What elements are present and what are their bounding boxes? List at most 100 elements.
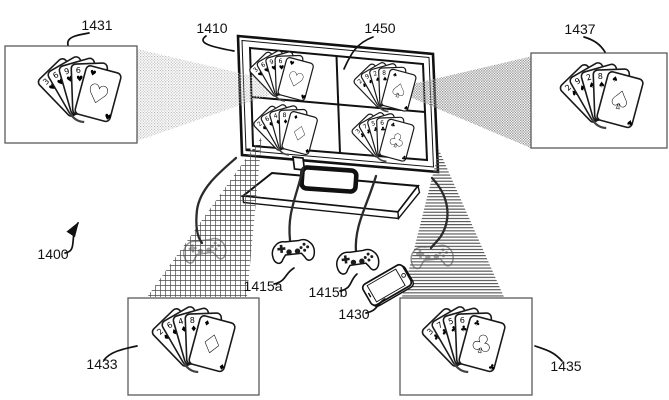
card-glyph: ♦ <box>261 124 270 133</box>
card-fan-quadrant-2: 2♠9♠2♠8♠♠♠♠ <box>353 62 417 113</box>
leader-1415a <box>273 267 295 285</box>
label-1435: 1435 <box>550 358 581 374</box>
tv-indicator-light <box>246 148 251 152</box>
card-glyph: 6 <box>460 316 465 325</box>
projection-beam-bottom-left <box>147 136 262 297</box>
card-glyph: 3 <box>425 327 435 337</box>
card-glyph: ♦ <box>283 119 289 126</box>
front-card-ace: ♥ ♥ ♥ <box>69 65 122 124</box>
stand-mount-bracket <box>299 165 359 194</box>
card-fan-box-1431: 3♥6♥9♥6♥♥♥♥ <box>37 56 122 124</box>
card-fan-quadrant-1: 3♥6♥9♥6♥♥♥♥ <box>249 50 314 102</box>
card-glyph: ♦ <box>303 148 310 156</box>
card-stack-shadow <box>375 154 387 163</box>
controller-1415b <box>334 247 381 276</box>
card-glyph: 2 <box>563 83 573 93</box>
cable-right <box>429 176 449 250</box>
front-card-ace: ♣♣♣ <box>453 315 506 374</box>
card-glyph: ♣ <box>390 122 396 129</box>
card-glyph: 3 <box>41 77 51 87</box>
leader-1415b <box>339 273 358 292</box>
card-glyph: ♦ <box>275 118 282 126</box>
card-glyph: ♣ <box>431 331 442 342</box>
card-glyph: ♠ <box>392 71 399 79</box>
card-glyph: ♥ <box>288 60 295 68</box>
label-1400: 1400 <box>37 246 68 262</box>
label-1437: 1437 <box>564 21 595 37</box>
front-card-ace: ♦♦♦ <box>277 111 318 156</box>
card-glyph: ♦ <box>217 362 226 373</box>
card-glyph: 6 <box>165 320 174 330</box>
label-1415b: 1415b <box>309 284 348 300</box>
card-fan-box-1437: 2♠9♠2♠8♠♠♠♠ <box>559 62 644 130</box>
label-1415a: 1415a <box>244 278 283 294</box>
card-glyph: ♠ <box>402 104 409 112</box>
cable-controller-a <box>288 166 305 242</box>
card-glyph: ♥ <box>257 70 266 79</box>
card-glyph: 7 <box>362 123 369 131</box>
card-glyph: ♣ <box>460 324 467 333</box>
card-glyph: 2 <box>155 327 165 337</box>
leader-1437 <box>583 36 606 53</box>
controller-cables <box>195 156 449 254</box>
leader-arrow-1400 <box>64 221 79 254</box>
front-card-ace: ♠♠♠ <box>591 71 644 130</box>
playing-card <box>381 68 417 112</box>
front-card-ace: ♠♠♠ <box>377 68 417 113</box>
card-glyph: ♦ <box>179 324 188 335</box>
card-glyph: ♠ <box>569 87 580 98</box>
card-glyph: ♠ <box>388 79 409 103</box>
card-glyph: ♣ <box>372 126 379 134</box>
card-glyph: ♠ <box>578 82 589 93</box>
card-glyph: ♥ <box>279 65 285 72</box>
card-glyph: 5 <box>447 316 454 326</box>
card-stack-shadow <box>183 362 199 374</box>
playing-card <box>277 57 314 102</box>
card-glyph: ♣ <box>365 128 373 137</box>
card-glyph: 2 <box>356 78 364 86</box>
card-glyph: 9 <box>573 76 582 86</box>
label-1430: 1430 <box>338 306 369 322</box>
card-fan-box-1435: 3♣7♣5♣6♣♣♣♣ <box>421 306 506 374</box>
stand-base-side <box>397 184 421 221</box>
card-glyph: ♥ <box>103 112 112 123</box>
playing-card <box>74 65 122 123</box>
card-fan-quadrant-3: 2♦6♦4♦8♦♦♦♦ <box>253 104 318 156</box>
card-glyph: ♠ <box>374 76 381 84</box>
card-glyph: 9 <box>63 66 70 76</box>
card-glyph: 6 <box>51 70 60 80</box>
card-glyph: ♠ <box>382 76 388 83</box>
leader-1431 <box>66 32 90 46</box>
card-stack-shadow <box>591 118 607 130</box>
card-glyph: 8 <box>282 112 286 119</box>
card-glyph: ♥ <box>76 74 83 83</box>
card-glyph: 7 <box>435 320 444 330</box>
card-glyph: ♠ <box>625 118 634 129</box>
card-glyph: 9 <box>269 58 275 66</box>
card-glyph: ♥ <box>89 68 98 79</box>
playing-card <box>188 315 236 373</box>
card-fans-layer: 3♥6♥9♥6♥♥♥♥2♠9♠2♠8♠♠♠♠2♦6♦4♦8♦♦♦♦3♣7♣5♣6… <box>37 50 644 374</box>
card-glyph: ♣ <box>449 324 458 335</box>
card-glyph: ♣ <box>487 362 496 373</box>
reference-labels: 1431 1410 1450 1437 1400 1415a 1415b 143… <box>37 17 606 374</box>
card-glyph: 8 <box>382 70 386 77</box>
card-glyph: ♦ <box>292 114 299 122</box>
card-glyph: 3 <box>252 66 260 74</box>
card-glyph: ♣ <box>359 131 368 140</box>
card-glyph: ♠ <box>361 81 370 90</box>
playing-card <box>281 111 318 156</box>
card-glyph: ♥ <box>299 94 306 102</box>
card-glyph: 8 <box>598 72 603 81</box>
card-glyph: ♦ <box>267 120 275 129</box>
card-fan-box-1433: 2♦6♦4♦8♦♦♦♦ <box>151 306 236 374</box>
projection-beam-bottom-right <box>402 150 504 297</box>
playing-card <box>379 118 415 162</box>
card-glyph: ♥ <box>47 81 58 92</box>
front-card-ace: ♦♦♦ <box>183 315 236 374</box>
card-glyph: ♥ <box>56 76 67 87</box>
card-glyph: ♠ <box>598 80 605 89</box>
card-stack-shadow <box>277 147 290 156</box>
leader-1433 <box>103 345 138 361</box>
